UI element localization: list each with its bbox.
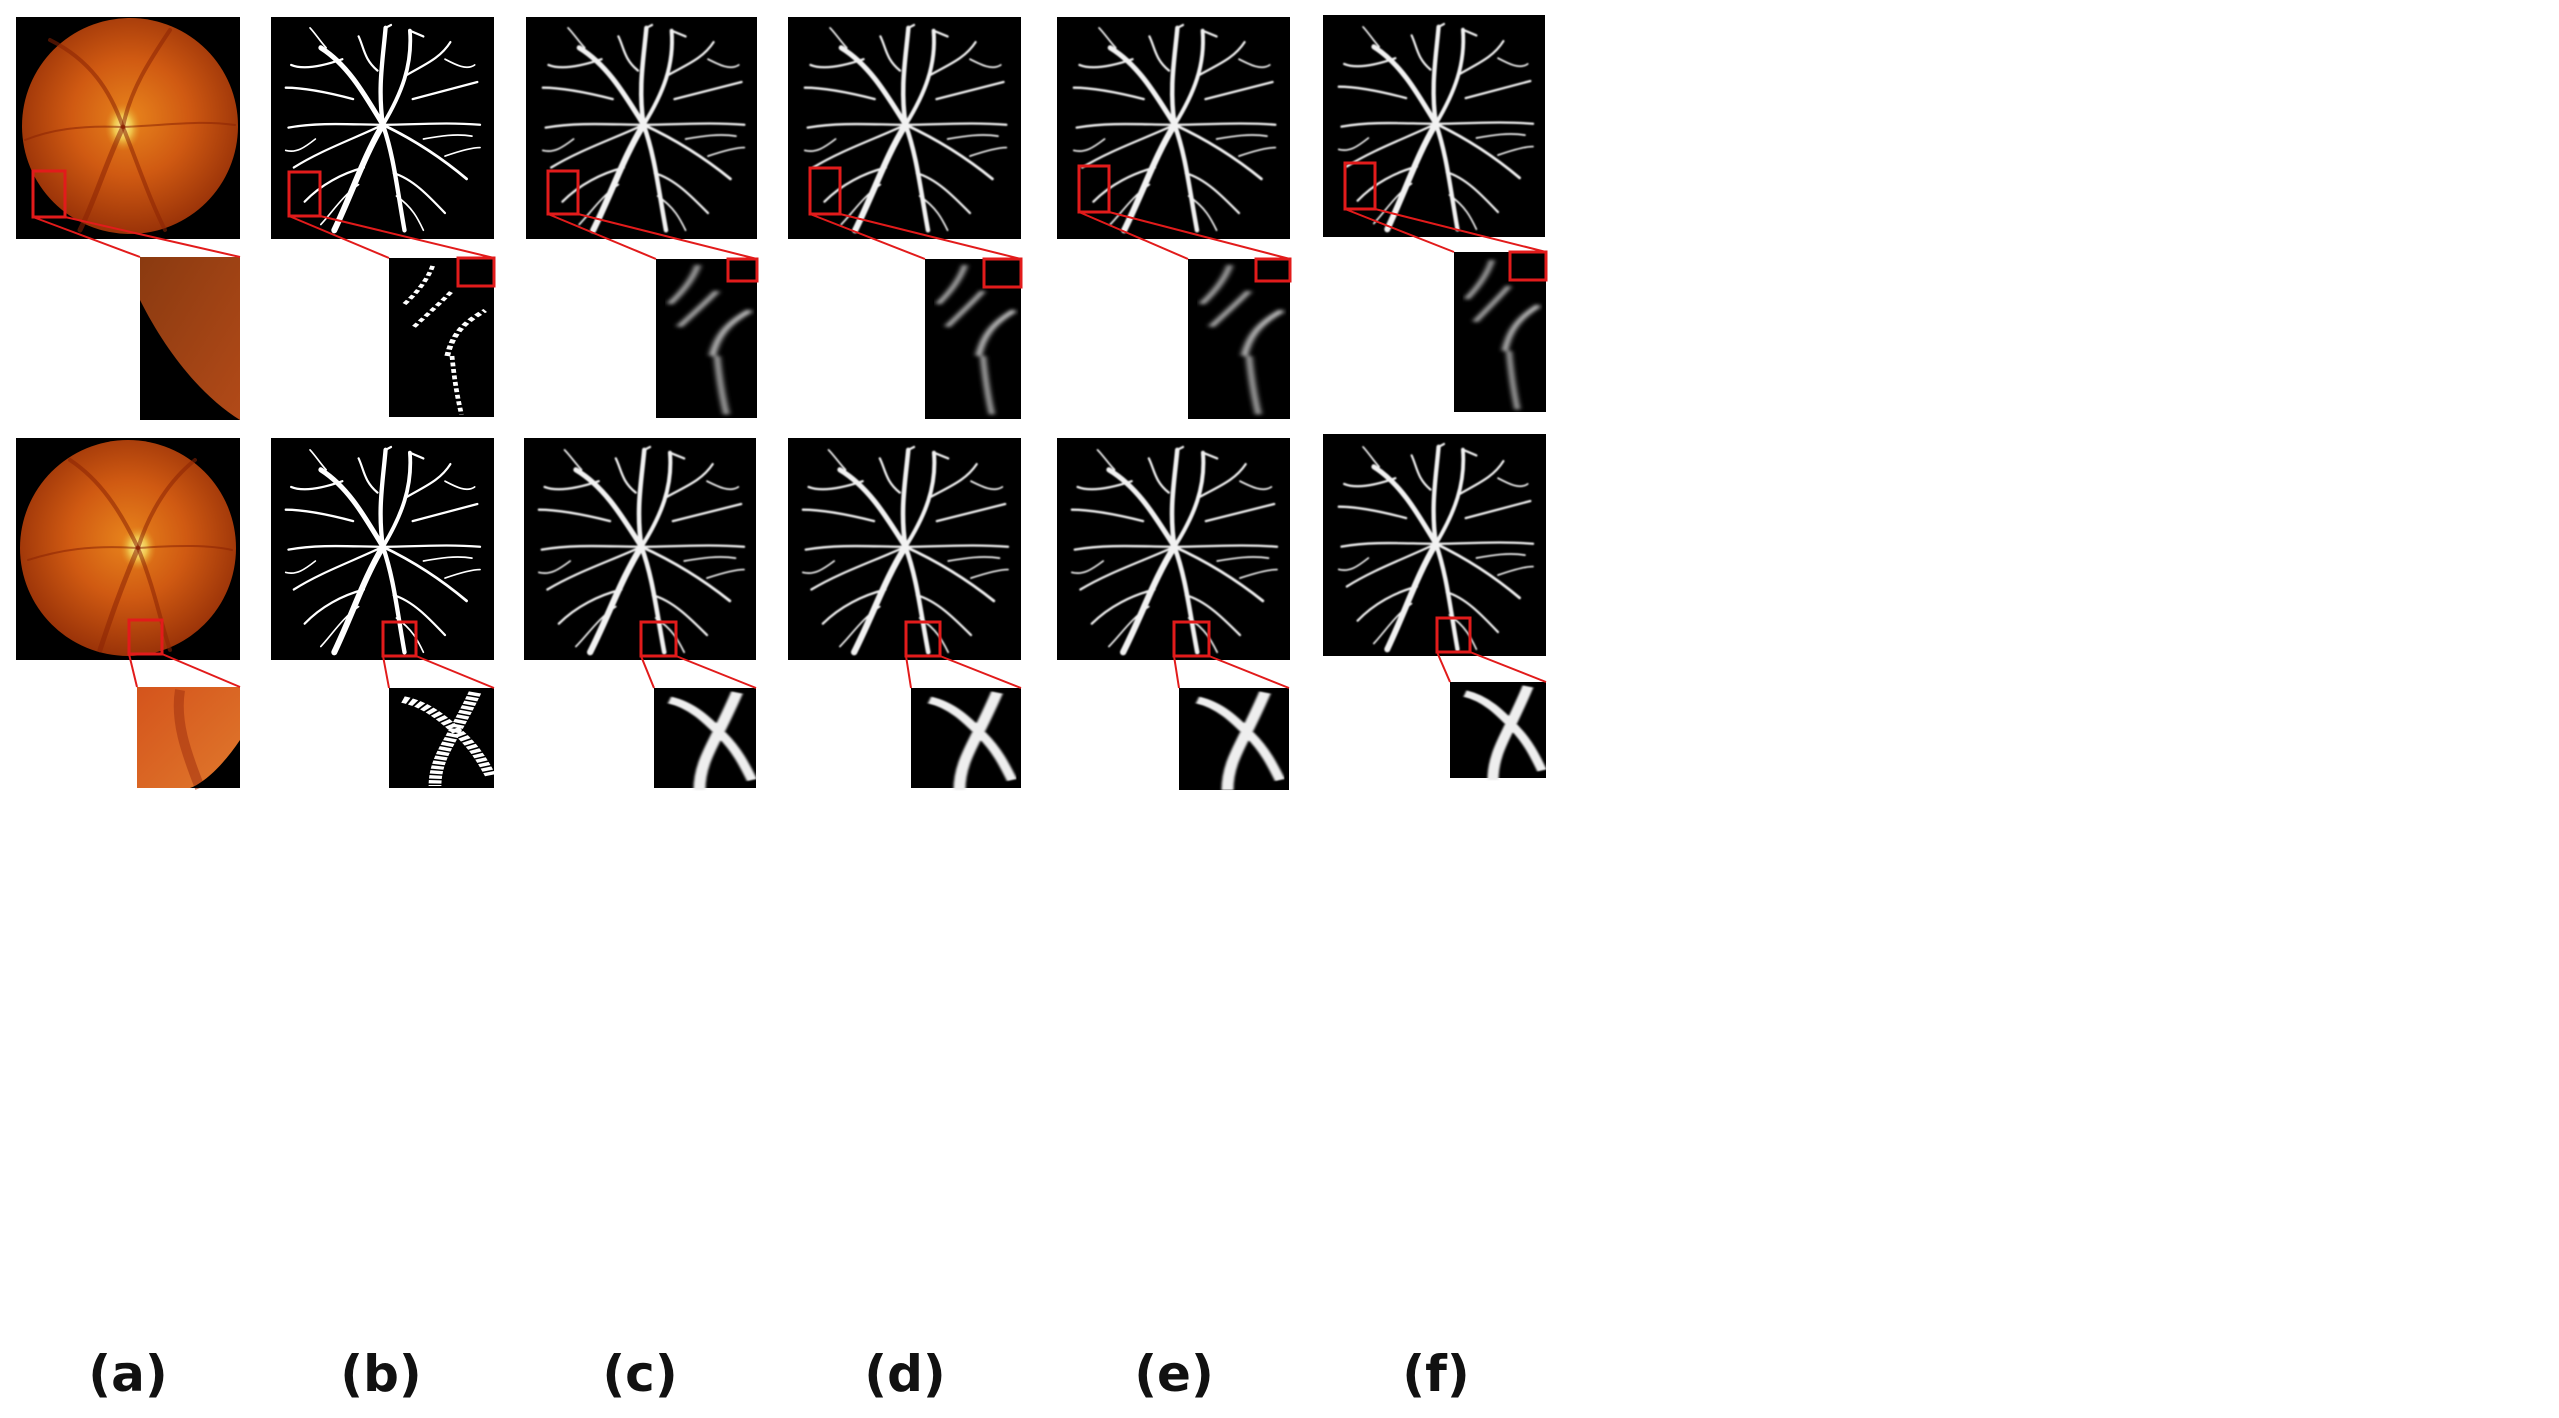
prediction-c-2 (524, 438, 756, 790)
panel-label-c: (c) (602, 1345, 678, 1403)
panel-label-b: (b) (340, 1345, 422, 1403)
prediction-c-1 (526, 17, 759, 418)
prediction-e-1 (1057, 17, 1292, 419)
fundus-image-2 (16, 438, 240, 660)
panel-label-e: (e) (1134, 1345, 1214, 1403)
prediction-f-1 (1323, 15, 1548, 412)
fundus-image-1 (16, 17, 240, 239)
fundus-zoom-1 (32, 216, 241, 420)
prediction-d-1 (788, 17, 1023, 419)
panel-label-d: (d) (864, 1345, 946, 1403)
prediction-d-2 (788, 438, 1022, 790)
panel-label-a: (a) (88, 1345, 168, 1403)
fundus-zoom-2 (128, 653, 241, 790)
ground-truth-2 (271, 438, 494, 788)
prediction-e-2 (1057, 438, 1290, 790)
panel-label-f: (f) (1402, 1345, 1470, 1403)
prediction-f-2 (1323, 434, 1546, 780)
ground-truth-1 (271, 17, 496, 417)
